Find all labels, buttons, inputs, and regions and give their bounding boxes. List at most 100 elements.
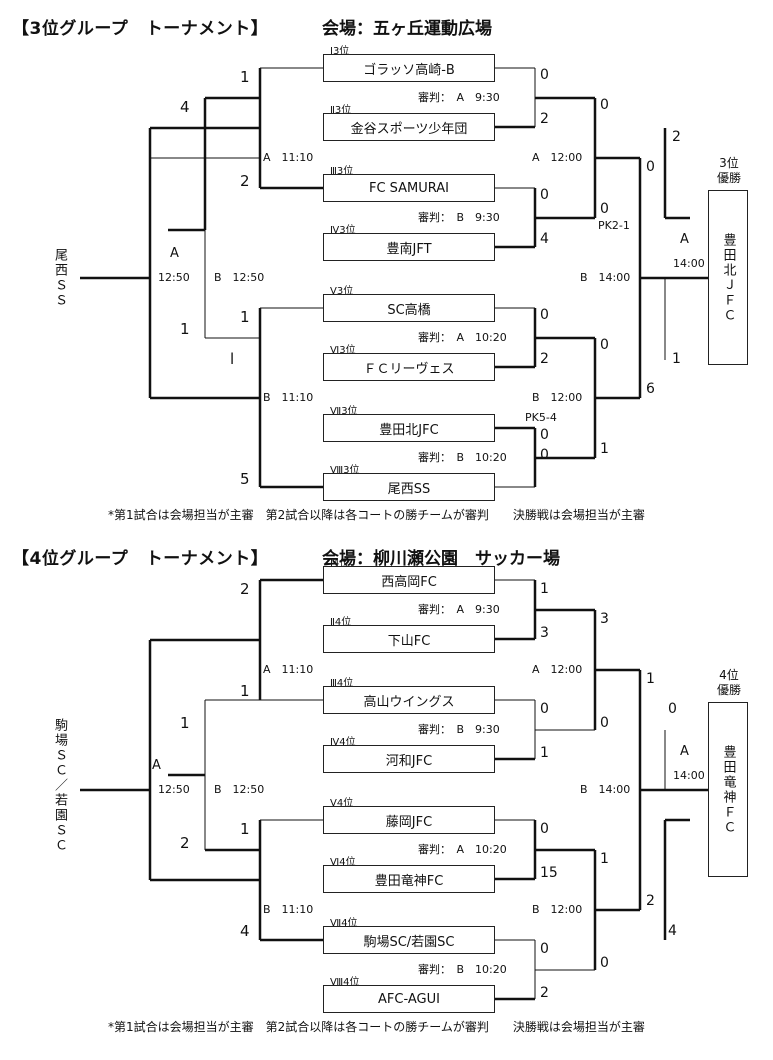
team-box: 豊田北JFC bbox=[323, 414, 495, 442]
score: 0 bbox=[600, 201, 609, 217]
score: 2 bbox=[672, 129, 681, 145]
match-label: B 11:10 bbox=[263, 391, 314, 404]
left-team-name: 尾西ＳＳ bbox=[52, 248, 67, 308]
bracket-section-4th: 【4位グループ トーナメント】 会場：柳川瀬公園 サッカー場 Ⅰ4位 西高岡FC… bbox=[0, 530, 773, 1060]
pk-label: PK2-1 bbox=[598, 219, 630, 232]
final-time: 14:00 bbox=[673, 257, 705, 270]
team-box: 藤岡JFC bbox=[323, 806, 495, 834]
score: 1 bbox=[180, 320, 190, 338]
score: 1 bbox=[540, 581, 549, 597]
champ-rank: 優勝 bbox=[716, 171, 741, 185]
score: 2 bbox=[646, 893, 655, 909]
final-time: 12:50 bbox=[158, 783, 190, 796]
final-court: A bbox=[680, 232, 689, 247]
seed-label: Ⅰ4位 bbox=[330, 558, 350, 569]
match-label: B 12:50 bbox=[214, 271, 265, 284]
score: 2 bbox=[540, 351, 549, 367]
champion-name: 豊田北ＪＦＣ bbox=[720, 232, 736, 323]
section-title: 【4位グループ トーナメント】 bbox=[12, 549, 269, 569]
team-box: 金谷スポーツ少年団 bbox=[323, 113, 495, 141]
team-box: 豊田竜神FC bbox=[323, 865, 495, 893]
seed-label: Ⅴ3位 bbox=[330, 286, 354, 297]
score: 2 bbox=[540, 985, 549, 1001]
final-court: A bbox=[170, 246, 179, 261]
score: 1 bbox=[600, 441, 609, 457]
match-label: B 12:00 bbox=[532, 391, 583, 404]
match-label: B 12:50 bbox=[214, 783, 265, 796]
mark: l bbox=[230, 350, 235, 368]
referee-label: 審判： B 10:20 bbox=[418, 963, 507, 976]
seed-label: Ⅶ3位 bbox=[330, 406, 358, 417]
score: 1 bbox=[240, 820, 250, 838]
footnote: *第1試合は会場担当が主審 第2試合以降は各コートの勝チームが審判 決勝戦は会場… bbox=[108, 508, 645, 522]
score: 1 bbox=[240, 68, 250, 86]
section-title: 【3位グループ トーナメント】 bbox=[12, 19, 269, 39]
score: 0 bbox=[540, 447, 549, 463]
score: 0 bbox=[540, 67, 549, 83]
score: 4 bbox=[240, 922, 250, 940]
score: 5 bbox=[240, 470, 250, 488]
match-label: B 14:00 bbox=[580, 271, 631, 284]
seed-label: Ⅲ4位 bbox=[330, 678, 354, 689]
champ-rank: 優勝 bbox=[716, 683, 741, 697]
score: 0 bbox=[540, 187, 549, 203]
venue-label: 会場：柳川瀬公園 サッカー場 bbox=[322, 549, 560, 569]
final-time: 12:50 bbox=[158, 271, 190, 284]
score: 0 bbox=[540, 821, 549, 837]
score: 0 bbox=[600, 715, 609, 731]
score: 0 bbox=[540, 941, 549, 957]
score: 0 bbox=[600, 97, 609, 113]
score: 1 bbox=[240, 308, 250, 326]
score: 1 bbox=[646, 671, 655, 687]
score: 4 bbox=[668, 923, 677, 939]
match-label: B 12:00 bbox=[532, 903, 583, 916]
referee-label: 審判： B 9:30 bbox=[418, 723, 500, 736]
seed-label: Ⅴ4位 bbox=[330, 798, 354, 809]
referee-label: 審判： A 10:20 bbox=[418, 331, 507, 344]
seed-label: Ⅰ3位 bbox=[330, 46, 350, 57]
team-box: 西高岡FC bbox=[323, 566, 495, 594]
team-box: ゴラッソ高崎-B bbox=[323, 54, 495, 82]
score: 1 bbox=[240, 682, 250, 700]
champion-name: 豊田竜神ＦＣ bbox=[720, 744, 736, 835]
score: 3 bbox=[540, 625, 549, 641]
team-box: FC SAMURAI bbox=[323, 174, 495, 202]
score: 1 bbox=[180, 714, 190, 732]
team-box: 豊南JFT bbox=[323, 233, 495, 261]
seed-label: Ⅵ3位 bbox=[330, 345, 356, 356]
score: 2 bbox=[240, 580, 250, 598]
final-court: A bbox=[680, 744, 689, 759]
match-label: B 11:10 bbox=[263, 903, 314, 916]
score: 4 bbox=[180, 98, 190, 116]
referee-label: 審判： A 10:20 bbox=[418, 843, 507, 856]
score: 0 bbox=[540, 427, 549, 443]
match-label: A 12:00 bbox=[532, 663, 583, 676]
team-box: 尾西SS bbox=[323, 473, 495, 501]
score: 0 bbox=[668, 701, 677, 717]
score: 6 bbox=[646, 381, 655, 397]
seed-label: Ⅷ3位 bbox=[330, 465, 360, 476]
seed-label: Ⅱ3位 bbox=[330, 105, 352, 116]
score: 2 bbox=[240, 172, 250, 190]
referee-label: 審判： A 9:30 bbox=[418, 603, 500, 616]
team-box: ＦＣリーヴェス bbox=[323, 353, 495, 381]
score: 2 bbox=[180, 834, 190, 852]
score: 0 bbox=[540, 307, 549, 323]
score: 1 bbox=[540, 745, 549, 761]
champ-rank: 4位 bbox=[719, 668, 739, 682]
score: 1 bbox=[600, 851, 609, 867]
seed-label: Ⅵ4位 bbox=[330, 857, 356, 868]
seed-label: Ⅶ4位 bbox=[330, 918, 358, 929]
score: 0 bbox=[600, 955, 609, 971]
bracket-section-3rd: 【3位グループ トーナメント】 会場：五ヶ丘運動広場 Ⅰ3位 ゴラッソ高崎-B … bbox=[12, 19, 748, 522]
match-label: A 11:10 bbox=[263, 151, 314, 164]
team-box: 駒場SC/若園SC bbox=[323, 926, 495, 954]
bracket-lines bbox=[80, 578, 708, 1001]
score: 15 bbox=[540, 865, 558, 881]
match-label: B 14:00 bbox=[580, 783, 631, 796]
score: 1 bbox=[672, 351, 681, 367]
referee-label: 審判： B 10:20 bbox=[418, 451, 507, 464]
score: 2 bbox=[540, 111, 549, 127]
score: 0 bbox=[646, 159, 655, 175]
score: 3 bbox=[600, 611, 609, 627]
